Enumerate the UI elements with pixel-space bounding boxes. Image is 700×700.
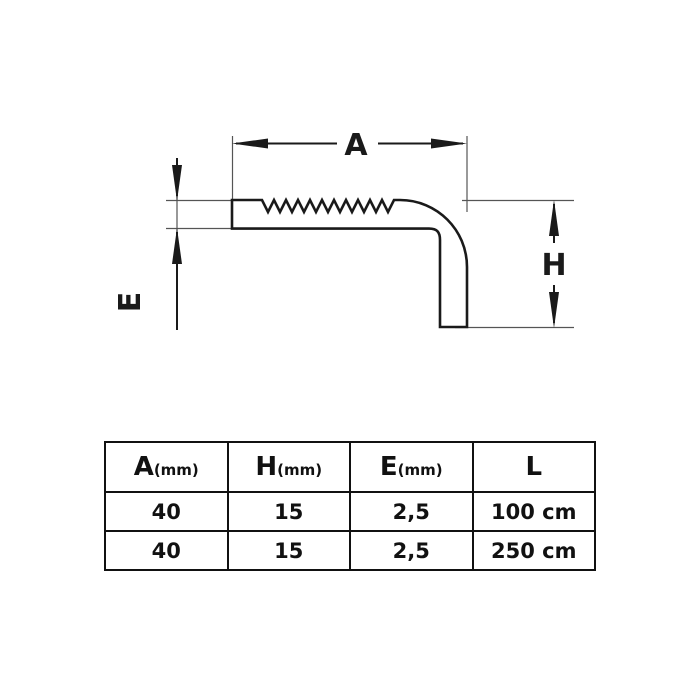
dimension-a: A (232, 128, 467, 163)
column-header-e-symbol: E (379, 452, 398, 482)
column-header-h-unit: (mm) (277, 461, 323, 479)
cell-l: 100 cm (471, 491, 596, 532)
e-dimension-label: E (113, 292, 148, 313)
extension-lines (166, 136, 574, 330)
column-header-h: H(mm) (226, 441, 351, 493)
cell-l: 250 cm (471, 530, 596, 571)
a-arrow-left-icon (232, 138, 268, 149)
column-header-l-symbol: L (525, 452, 543, 482)
specification-table-container: A(mm) H(mm) E(mm) L 40 15 (104, 441, 596, 571)
column-header-e: E(mm) (349, 441, 474, 493)
profile-outline (230, 197, 469, 329)
dimension-h: H (541, 200, 567, 328)
cell-h: 15 (226, 530, 351, 571)
h-dimension-label: H (541, 248, 566, 283)
dimension-e: E (113, 158, 182, 330)
a-dimension-label: A (344, 128, 368, 163)
table-body: 40 15 2,5 100 cm 40 15 2,5 250 cm (104, 491, 596, 571)
cell-h: 15 (226, 491, 351, 532)
table-row: 40 15 2,5 250 cm (104, 530, 596, 571)
column-header-e-unit: (mm) (397, 461, 443, 479)
e-arrow-up-icon (172, 228, 182, 264)
cell-e: 2,5 (349, 530, 474, 571)
a-arrow-right-icon (431, 138, 467, 149)
table-header-row: A(mm) H(mm) E(mm) L (104, 441, 596, 493)
cell-e: 2,5 (349, 491, 474, 532)
h-arrow-down-icon (549, 292, 559, 328)
table-row: 40 15 2,5 100 cm (104, 491, 596, 532)
column-header-a-symbol: A (133, 452, 154, 482)
column-header-l: L (471, 441, 596, 493)
column-header-a: A(mm) (104, 441, 229, 493)
column-header-a-unit: (mm) (153, 461, 199, 479)
e-arrow-down-icon (172, 165, 182, 201)
column-header-h-symbol: H (255, 452, 278, 482)
table-header: A(mm) H(mm) E(mm) L (104, 441, 596, 493)
h-arrow-up-icon (549, 200, 559, 236)
cell-a: 40 (104, 530, 229, 571)
specification-table: A(mm) H(mm) E(mm) L 40 15 (104, 441, 596, 571)
cell-a: 40 (104, 491, 229, 532)
